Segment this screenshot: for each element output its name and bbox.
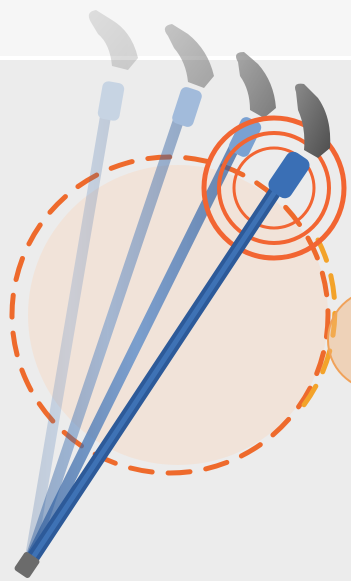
side-glow	[328, 290, 351, 390]
